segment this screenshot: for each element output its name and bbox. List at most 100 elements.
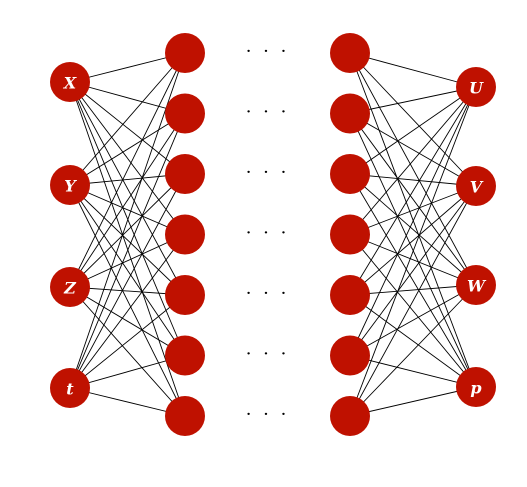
output-node-V-label: V	[470, 178, 484, 197]
edge-hidden2-6-output-0	[349, 86, 477, 417]
connections	[69, 52, 477, 417]
edge-hidden2-3-output-1	[349, 185, 477, 235]
edge-input-3-hidden1-1	[69, 113, 186, 389]
hidden2-node-4	[330, 275, 370, 315]
edge-hidden2-6-output-1	[349, 185, 477, 417]
output-node-U-circle	[456, 67, 496, 107]
hidden2-node-0	[330, 33, 370, 73]
input-node-t-circle	[50, 368, 90, 408]
hidden2-node-6	[330, 396, 370, 436]
hidden2-node-3	[330, 214, 370, 255]
edge-input-2-hidden1-5	[69, 286, 186, 356]
edge-input-2-hidden1-0	[69, 52, 186, 288]
ellipsis-0: · · ·	[246, 41, 290, 62]
hidden1-node-0	[165, 33, 205, 73]
hidden1-node-1	[165, 93, 205, 134]
input-node-Y: Y	[50, 165, 90, 205]
edge-input-1-hidden1-4	[69, 184, 186, 296]
hidden2-node-2	[330, 154, 370, 194]
input-node-X-label: X	[63, 74, 77, 93]
output-node-U-label: U	[469, 79, 484, 98]
hidden1-node-0-circle	[165, 33, 205, 73]
edge-input-0-hidden1-6	[69, 81, 186, 417]
hidden1-node-3-circle	[165, 214, 205, 255]
output-node-W: W	[456, 265, 496, 305]
edge-hidden2-5-output-2	[349, 284, 477, 356]
edge-hidden2-0-output-0	[349, 52, 477, 88]
output-node-p-label: p	[470, 379, 481, 398]
edge-input-3-hidden1-2	[69, 173, 186, 389]
hidden2-node-5	[330, 335, 370, 376]
edge-hidden2-5-output-0	[349, 86, 477, 356]
hidden1-node-3	[165, 214, 205, 255]
edge-input-0-hidden1-2	[69, 81, 186, 175]
edge-input-1-hidden1-0	[69, 52, 186, 186]
output-node-W-circle	[456, 265, 496, 305]
edge-hidden2-4-output-1	[349, 185, 477, 296]
hidden1-node-1-circle	[165, 93, 205, 134]
edge-hidden2-4-output-2	[349, 284, 477, 296]
nodes: X Y Zt U V Wp	[50, 33, 496, 436]
edge-input-3-hidden1-4	[69, 294, 186, 389]
edge-input-1-hidden1-5	[69, 184, 186, 356]
input-node-X-circle	[50, 62, 90, 102]
hidden1-node-6	[165, 396, 205, 436]
edge-hidden2-4-output-3	[349, 294, 477, 388]
edge-input-3-hidden1-3	[69, 234, 186, 389]
hidden1-node-5-circle	[165, 335, 205, 376]
input-node-Z-label: Z	[63, 279, 77, 298]
hidden1-node-4	[165, 275, 205, 315]
hidden2-node-2-circle	[330, 154, 370, 194]
hidden1-node-2-circle	[165, 154, 205, 194]
hidden2-node-4-circle	[330, 275, 370, 315]
edge-hidden2-2-output-0	[349, 86, 477, 175]
hidden2-node-5-circle	[330, 335, 370, 376]
edge-input-1-hidden1-3	[69, 184, 186, 235]
ellipsis-6: · · ·	[246, 404, 290, 425]
input-node-t: t	[50, 368, 90, 408]
edge-hidden2-3-output-3	[349, 234, 477, 388]
edge-input-0-hidden1-5	[69, 81, 186, 356]
hidden2-node-6-circle	[330, 396, 370, 436]
edge-input-1-hidden1-1	[69, 113, 186, 186]
edge-hidden2-1-output-2	[349, 113, 477, 286]
edge-hidden2-4-output-0	[349, 86, 477, 296]
input-node-Z: Z	[50, 267, 90, 307]
hidden1-node-5	[165, 335, 205, 376]
input-node-Y-label: Y	[64, 177, 77, 196]
edge-hidden2-0-output-2	[349, 52, 477, 286]
output-node-p-circle	[456, 367, 496, 407]
ellipsis-3: · · ·	[246, 223, 290, 244]
edge-hidden2-3-output-2	[349, 234, 477, 286]
input-node-Z-circle	[50, 267, 90, 307]
edge-hidden2-5-output-1	[349, 185, 477, 356]
hidden2-node-1-circle	[330, 93, 370, 134]
edge-hidden2-1-output-1	[349, 113, 477, 187]
ellipsis-4: · · ·	[246, 283, 290, 304]
ellipsis-column: · · · · · · · · · · · · · · · · · · · · ·	[246, 41, 290, 425]
edge-input-1-hidden1-6	[69, 184, 186, 417]
edge-input-2-hidden1-6	[69, 286, 186, 417]
ellipsis-5: · · ·	[246, 344, 290, 365]
edge-hidden2-6-output-2	[349, 284, 477, 417]
input-node-Y-circle	[50, 165, 90, 205]
edge-hidden2-1-output-0	[349, 86, 477, 114]
output-node-V-circle	[456, 166, 496, 206]
edge-hidden2-2-output-1	[349, 173, 477, 187]
edge-hidden2-3-output-0	[349, 86, 477, 235]
edge-hidden2-0-output-1	[349, 52, 477, 187]
edge-input-2-hidden1-3	[69, 234, 186, 288]
ellipsis-2: · · ·	[246, 162, 290, 183]
output-node-U: U	[456, 67, 496, 107]
edge-hidden2-6-output-3	[349, 386, 477, 417]
hidden1-node-2	[165, 154, 205, 194]
hidden1-node-6-circle	[165, 396, 205, 436]
hidden2-node-1	[330, 93, 370, 134]
output-node-p: p	[456, 367, 496, 407]
output-node-V: V	[456, 166, 496, 206]
edge-input-2-hidden1-1	[69, 113, 186, 288]
ellipsis-1: · · ·	[246, 102, 290, 123]
edge-hidden2-2-output-2	[349, 173, 477, 286]
input-node-t-label: t	[66, 380, 74, 399]
